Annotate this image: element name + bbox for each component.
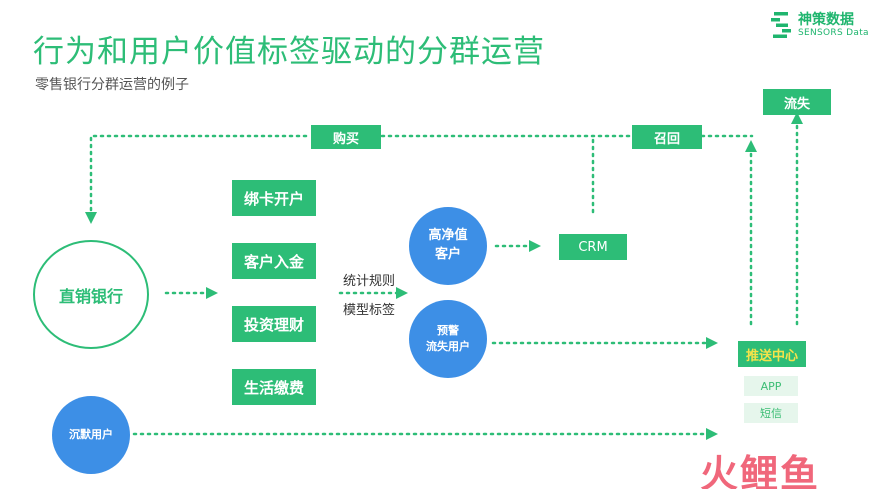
arrow-up-churn bbox=[791, 112, 803, 124]
node-direct-bank-label: 直销银行 bbox=[58, 286, 123, 306]
node-bills: 生活缴费 bbox=[232, 369, 316, 405]
arrow-right-push-silent bbox=[706, 428, 718, 440]
node-deposit: 客户入金 bbox=[232, 243, 316, 279]
sensors-logo-icon bbox=[771, 12, 791, 38]
node-silent: 沉默用户 bbox=[52, 396, 130, 474]
arrow-right-behaviors bbox=[206, 287, 218, 299]
node-warning-line2: 流失用户 bbox=[426, 340, 470, 353]
page-title: 行为和用户价值标签驱动的分群运营 bbox=[33, 34, 545, 70]
node-invest: 投资理财 bbox=[232, 306, 316, 342]
company-logo: 神策数据 SENSORS Data bbox=[770, 9, 870, 43]
node-purchase: 购买 bbox=[311, 125, 381, 149]
node-app: APP bbox=[744, 376, 798, 396]
logo-name-en: SENSORS Data bbox=[798, 28, 869, 38]
node-silent-label: 沉默用户 bbox=[69, 428, 113, 442]
node-high-value-line1: 高净值 bbox=[428, 228, 468, 244]
arrow-down-bank bbox=[85, 212, 97, 224]
watermark: 火鲤鱼 bbox=[700, 452, 821, 489]
node-crm: CRM bbox=[559, 234, 627, 260]
node-direct-bank: 直销银行 bbox=[33, 240, 149, 349]
label-model-tag: 模型标签 bbox=[343, 303, 396, 318]
page-subtitle: 零售银行分群运营的例子 bbox=[35, 77, 189, 93]
arrow-right-crm bbox=[529, 240, 541, 252]
arrow-right-push-warning bbox=[706, 337, 718, 349]
node-push-center: 推送中心 bbox=[738, 341, 806, 367]
node-warning-churn: 预警 流失用户 bbox=[409, 300, 487, 378]
arrow-right-segments bbox=[396, 287, 408, 299]
logo-name-cn: 神策数据 bbox=[798, 12, 854, 28]
line-top-return bbox=[89, 134, 312, 212]
node-bind-card: 绑卡开户 bbox=[232, 180, 316, 216]
node-sms: 短信 bbox=[744, 403, 798, 423]
label-stats-rule: 统计规则 bbox=[343, 274, 396, 289]
node-high-value: 高净值 客户 bbox=[409, 207, 487, 285]
node-recall: 召回 bbox=[632, 125, 702, 149]
node-warning-line1: 预警 bbox=[437, 324, 459, 338]
node-high-value-line2: 客户 bbox=[434, 247, 461, 262]
arrow-up-recall bbox=[745, 140, 757, 152]
node-churn: 流失 bbox=[763, 89, 831, 115]
